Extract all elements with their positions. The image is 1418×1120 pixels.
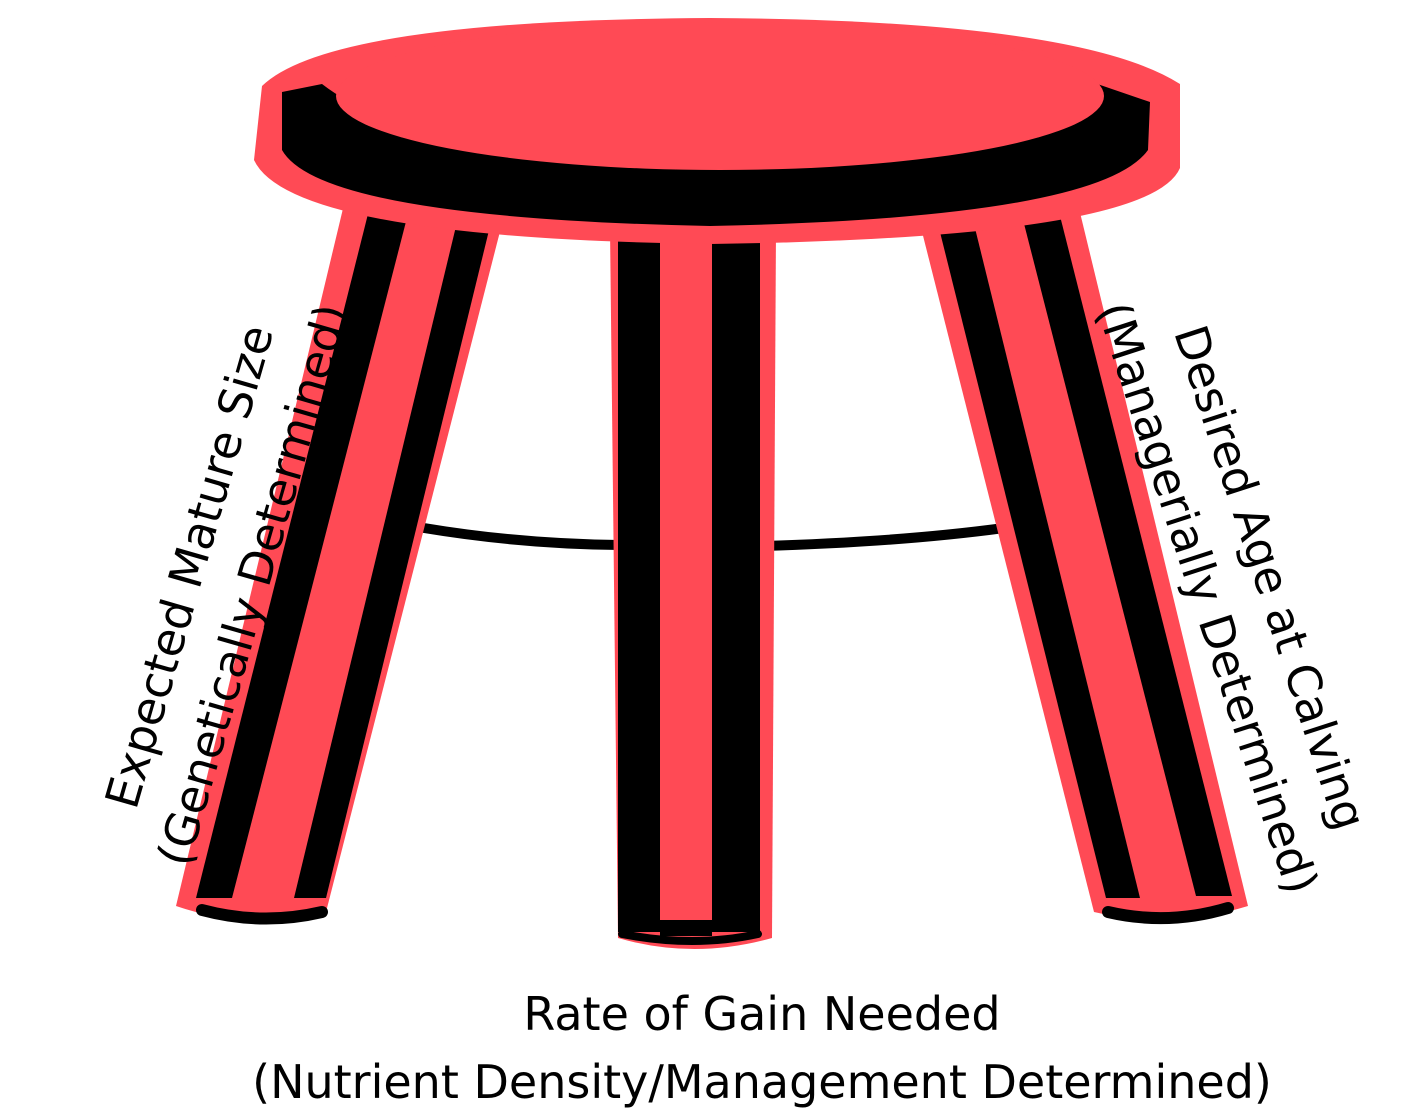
center-label-line1: Rate of Gain Needed: [523, 987, 1000, 1041]
center-label-line2: (Nutrient Density/Management Determined): [252, 1055, 1272, 1109]
stool-seat: [254, 18, 1180, 244]
stool-leg-left: [176, 196, 506, 921]
stool-leg-center: [610, 228, 776, 949]
center-leg-label: Rate of Gain Needed (Nutrient Density/Ma…: [252, 987, 1272, 1109]
